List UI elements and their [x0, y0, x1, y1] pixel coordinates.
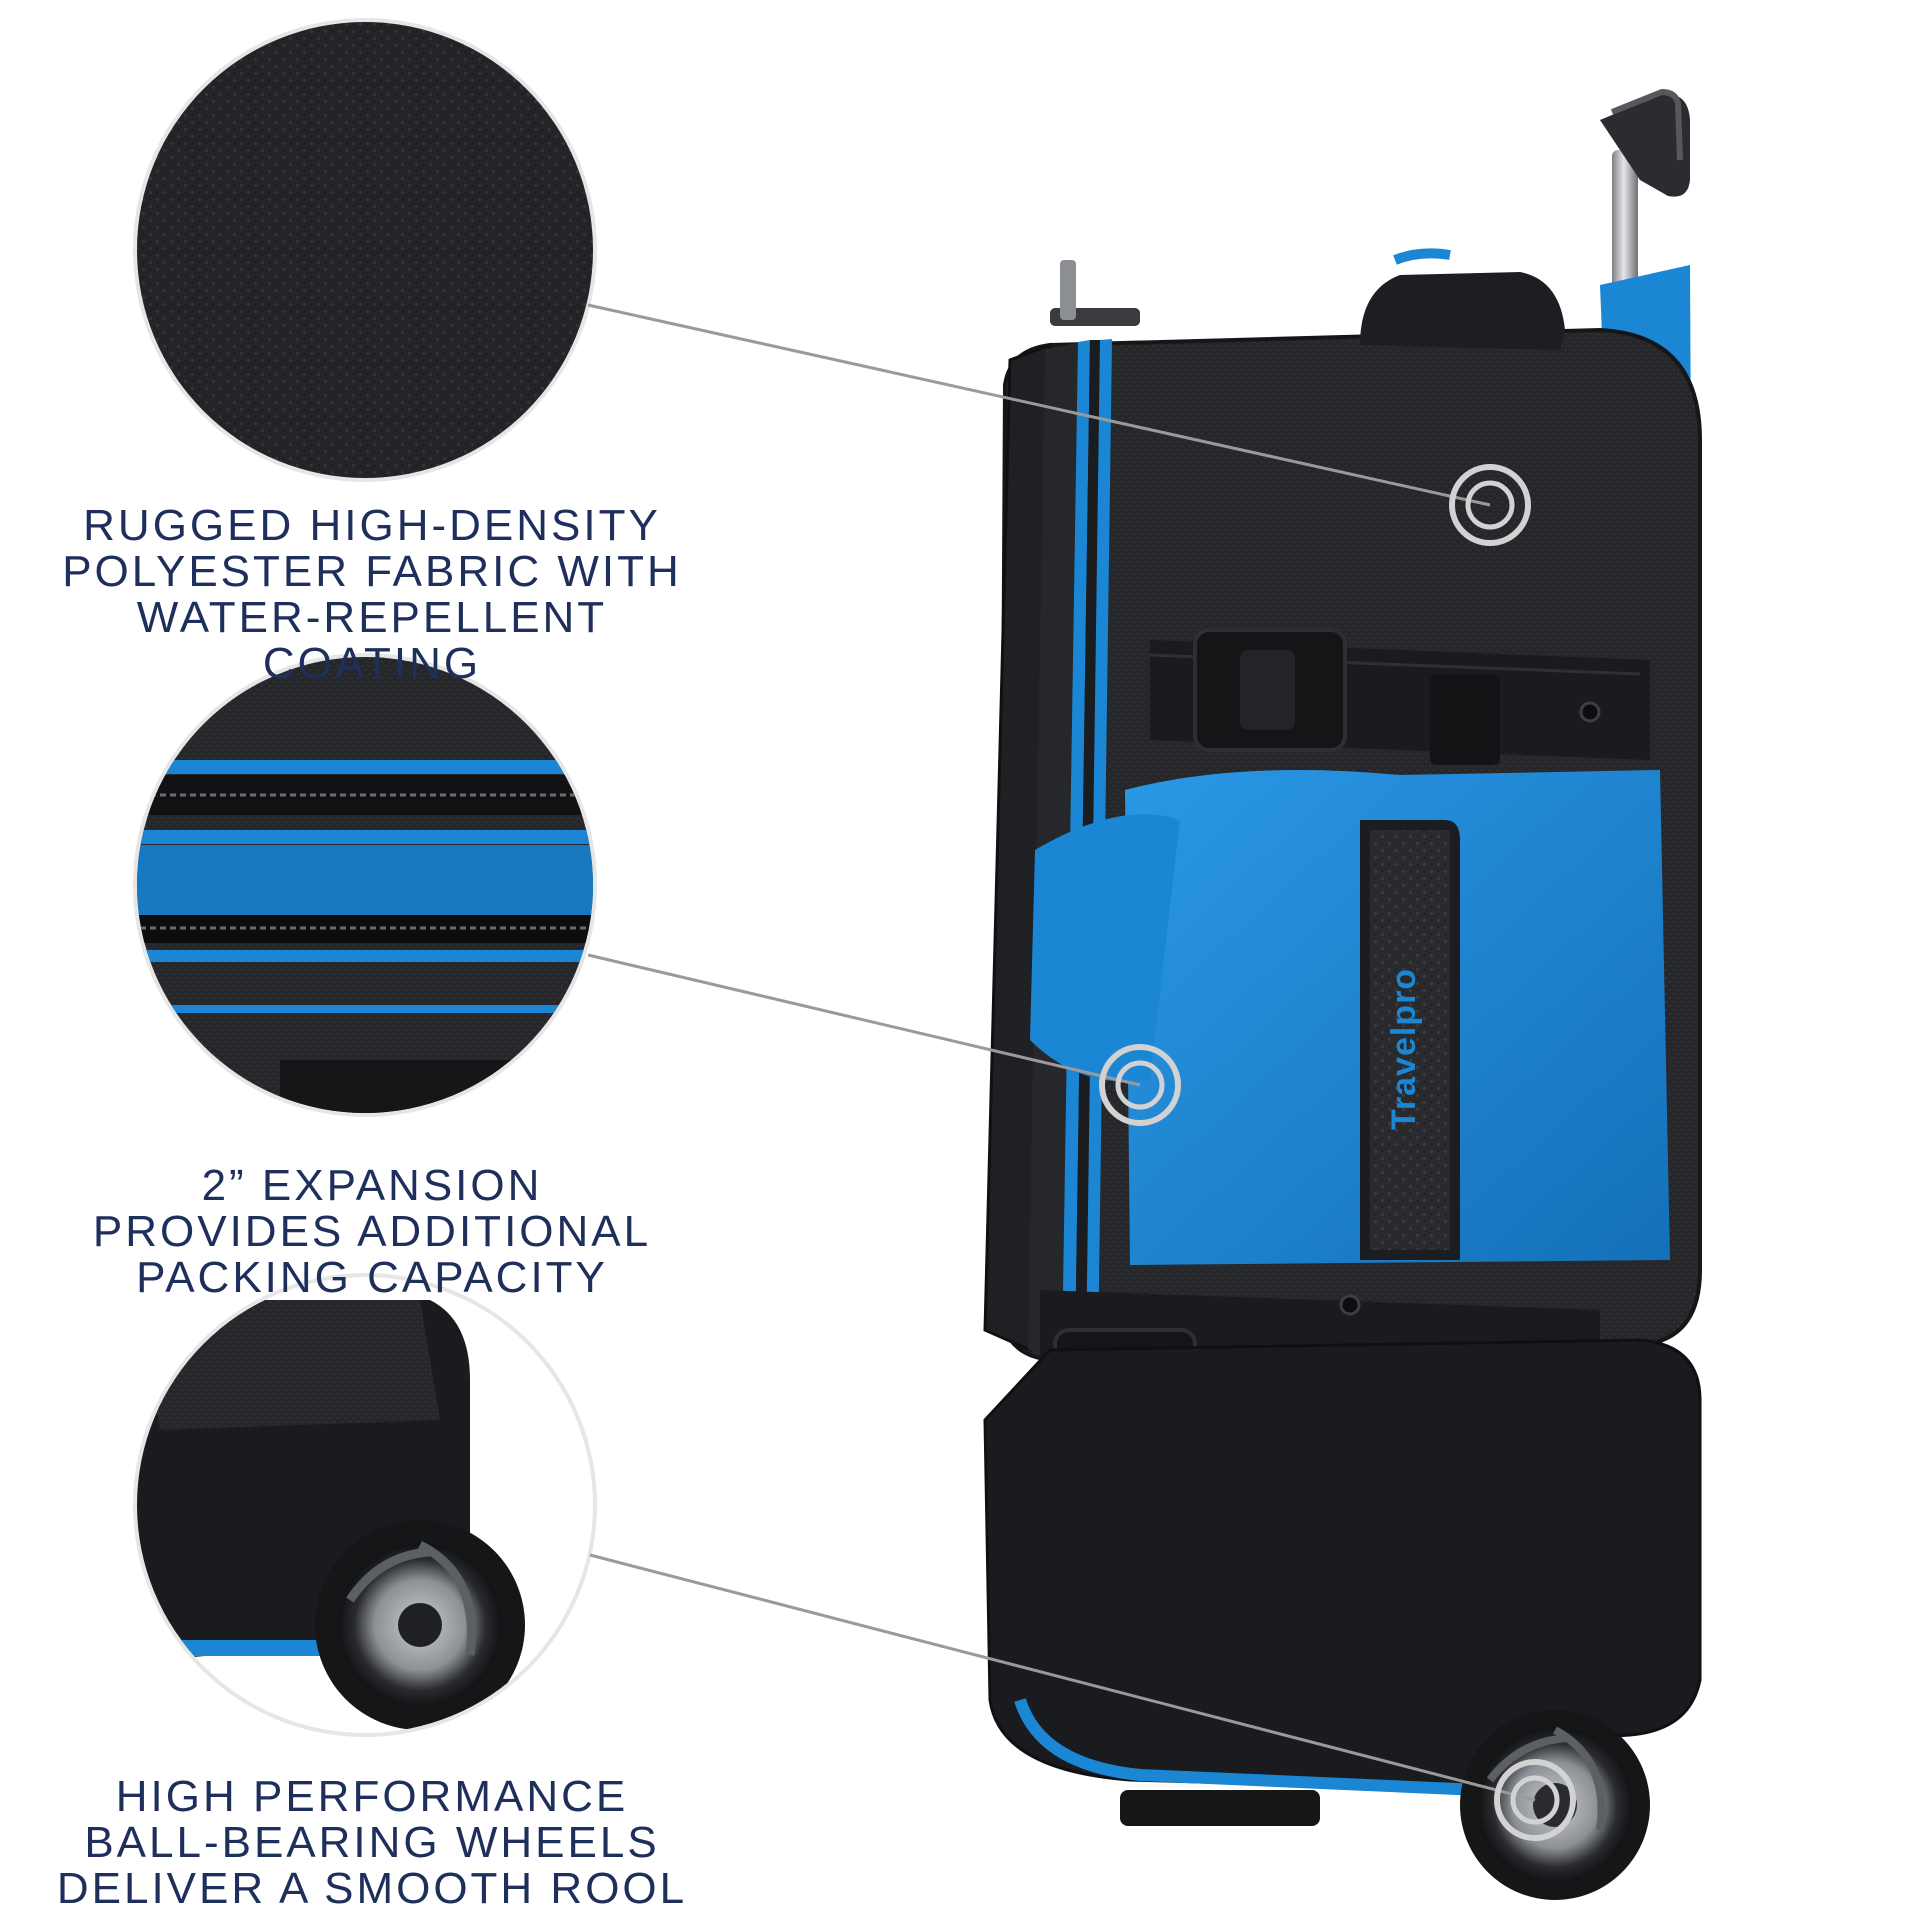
callout-line: WATER-REPELLENT COATING — [136, 593, 608, 688]
callout-line: RUGGED HIGH-DENSITY — [83, 501, 661, 550]
wheel-housing — [983, 1338, 1702, 1792]
rolling-luggage-illustration: Travelpro — [983, 88, 1702, 1900]
callout-line: PROVIDES ADDITIONAL — [92, 1207, 652, 1256]
callout-expansion-text: 2” EXPANSION PROVIDES ADDITIONAL PACKING… — [22, 1163, 722, 1301]
callout-line: BALL-BEARING WHEELS — [84, 1818, 660, 1867]
compression-strap-upper — [1149, 628, 1650, 765]
zipper-closeup-icon — [133, 653, 597, 1117]
callout-line: DELIVER A SMOOTH ROOL — [56, 1864, 688, 1913]
travelpro-logo: Travelpro — [1385, 968, 1423, 1130]
pointer-wheels — [589, 1553, 1576, 1841]
fabric-closeup-icon — [133, 18, 597, 482]
callout-line: POLYESTER FABRIC WITH — [62, 547, 682, 596]
callout-line: 2” EXPANSION — [201, 1161, 543, 1210]
callout-line: HIGH PERFORMANCE — [115, 1772, 629, 1821]
pointer-expansion — [587, 953, 1181, 1126]
pointer-fabric — [587, 303, 1531, 546]
callout-fabric-text: RUGGED HIGH-DENSITY POLYESTER FABRIC WIT… — [22, 503, 722, 687]
callout-line: PACKING CAPACITY — [136, 1253, 608, 1302]
wheel-closeup-icon — [133, 1273, 597, 1737]
callout-wheels-text: HIGH PERFORMANCE BALL-BEARING WHEELS DEL… — [22, 1774, 722, 1912]
